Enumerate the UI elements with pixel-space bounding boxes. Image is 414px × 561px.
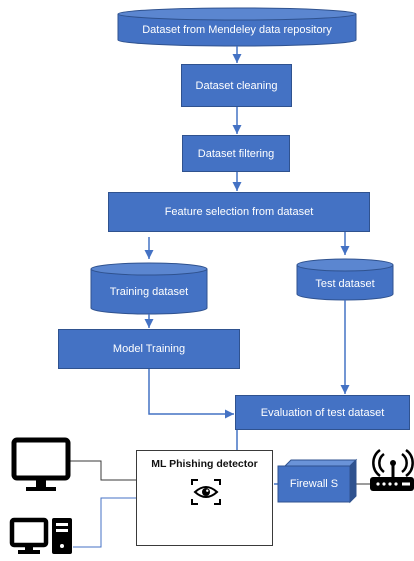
model-training-box: Model Training [58,329,240,369]
wifi-router-icon [370,448,414,491]
firewall-label: Firewall S [278,466,350,502]
dataset-cleaning-label: Dataset cleaning [195,79,278,92]
arrow-model-to-evaluation [148,369,234,419]
eye-scan-icon [191,479,221,505]
evaluation-box: Evaluation of test dataset [235,395,410,430]
monitor-icon [11,437,71,491]
dataset-filtering-box: Dataset filtering [182,135,290,172]
training-dataset-text: Training dataset [109,286,189,298]
test-dataset-text: Test dataset [315,278,375,290]
dataset-source-cylinder [117,7,357,47]
evaluation-label: Evaluation of test dataset [260,406,385,419]
dataset-filtering-label: Dataset filtering [197,147,275,160]
desktop-computer-icon [9,517,72,554]
dataset-source-label: Dataset from Mendeley data repository [118,20,356,40]
model-training-label: Model Training [112,343,186,355]
detector-label: ML Phishing detector [151,458,258,470]
test-dataset-label: Test dataset [297,272,393,296]
dataset-source-text: Dataset from Mendeley data repository [142,24,332,36]
firewall-box [277,458,358,504]
training-dataset-label: Training dataset [91,279,207,305]
feature-selection-label: Feature selection from dataset [164,206,314,218]
firewall-text: Firewall S [289,478,339,490]
connectors [144,46,350,485]
feature-selection-box: Feature selection from dataset [108,192,370,232]
ml-phishing-detector-box: ML Phishing detector [136,450,273,546]
training-dataset-cylinder [90,262,208,315]
line-desktop-to-detector [73,497,136,548]
test-dataset-cylinder [296,258,394,301]
network-lines [70,460,370,548]
line-monitor-to-detector [70,460,136,481]
dataset-cleaning-box: Dataset cleaning [181,64,292,107]
